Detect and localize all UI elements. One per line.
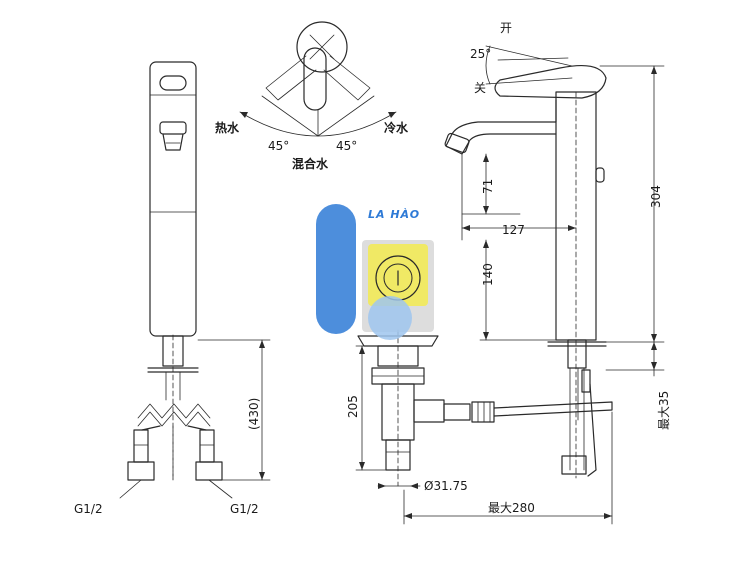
side-view: 开 25° 关 71 127 140 (444, 21, 671, 479)
top-lever-ghost-right (323, 55, 371, 101)
label-close: 关 (474, 81, 486, 95)
front-break-mark-2 (137, 411, 211, 427)
label-dim-430: (430) (247, 398, 261, 430)
dim-304-arrow-top (651, 66, 657, 74)
side-fitting-nut (561, 455, 587, 475)
dim-430-arrow-bot (259, 472, 265, 480)
top-lever (303, 47, 327, 111)
dim-280-arrow-l (404, 513, 412, 519)
dim-140-arrow-top (483, 240, 489, 248)
hose-left (141, 425, 161, 431)
hose-right-fitting (199, 429, 215, 463)
dim-drain-arrow-r (410, 483, 418, 489)
front-aerator (159, 121, 187, 135)
front-lever-slot (159, 75, 187, 91)
logo-blue-bar (316, 204, 356, 334)
logo-text: LA HÀO (368, 207, 420, 221)
top-cross-2 (309, 34, 335, 60)
side-lift-rod (587, 383, 597, 477)
label-dim-304: 304 (649, 185, 663, 208)
dim-drain-arrow-l (378, 483, 386, 489)
label-dim-127: 127 (502, 223, 525, 237)
top-radius-right (317, 95, 375, 137)
drain-tail (385, 439, 411, 471)
drain-rod-connector (471, 401, 495, 423)
front-body (149, 61, 197, 337)
leader-g12-right (208, 479, 233, 499)
label-dim-205: 205 (346, 395, 360, 418)
front-aerator-nozzle (162, 133, 184, 151)
drain-pull-rod (493, 401, 613, 417)
dim-205-arrow-bot (359, 462, 365, 470)
side-rod-bracket (581, 369, 591, 393)
dim-140-arrow-bot (483, 332, 489, 340)
hose-right-nut (195, 461, 223, 481)
label-angle-right: 45° (336, 139, 357, 153)
drain-tee-nut (443, 403, 471, 421)
side-shank (567, 339, 587, 369)
side-lever-ghost (497, 57, 569, 61)
top-body-circle (296, 21, 348, 73)
front-shank (162, 335, 184, 367)
top-arc-arrow-right (388, 112, 396, 118)
dim-280-arrow-r (604, 513, 612, 519)
side-pop-up-knob (595, 167, 605, 183)
label-hot-water: 热水 (215, 120, 240, 135)
label-dim-280: 最大280 (488, 501, 535, 515)
label-lever-angle: 25° (470, 47, 491, 61)
label-open: 开 (500, 21, 512, 35)
side-spout (445, 99, 557, 155)
logo: LA HÀO (316, 204, 434, 340)
leader-g12-left (119, 479, 142, 499)
label-cold-water: 冷水 (384, 120, 409, 135)
label-mixed-water: 混合水 (292, 156, 329, 171)
drain-nut (371, 367, 425, 385)
label-thread-right: G1/2 (230, 502, 259, 516)
dim-127-arrow-l (462, 225, 470, 231)
dim-127-arrow-r (568, 225, 576, 231)
side-lever (494, 65, 607, 99)
logo-light-circle (368, 296, 412, 340)
label-dim-140: 140 (481, 263, 495, 286)
label-dim-71: 71 (481, 179, 495, 194)
label-angle-left: 45° (268, 139, 289, 153)
side-lever-arc (485, 45, 491, 85)
dim-304-arrow-bot (651, 334, 657, 342)
top-view: 热水 冷水 45° 45° 混合水 (215, 21, 409, 171)
side-aerator (444, 132, 470, 154)
front-view: G1/2 G1/2 (430) (74, 61, 271, 516)
front-pipes (165, 371, 181, 401)
side-pipes (569, 367, 585, 471)
drain-view: 205 Ø31.75 最大280 (346, 329, 613, 525)
drain-tee (413, 399, 445, 423)
top-lever-ghost-left (265, 55, 317, 101)
label-dim-35: 最大35 (657, 391, 671, 430)
dim-35-arrow-bot (651, 362, 657, 370)
dim-71-arrow-bot (483, 206, 489, 214)
hose-left-nut (127, 461, 155, 481)
dim-430-arrow-top (259, 340, 265, 348)
hose-right (187, 425, 207, 431)
top-radius-left (261, 95, 319, 137)
hose-left-fitting (133, 429, 149, 463)
drain-flange (357, 335, 439, 347)
side-lever-angle-line-2 (485, 77, 573, 85)
label-thread-left: G1/2 (74, 502, 103, 516)
dim-71-arrow-top (483, 154, 489, 162)
top-arc-arrow-left (240, 112, 248, 118)
dim-205-arrow-top (359, 346, 365, 354)
front-break-mark (137, 403, 211, 419)
drain-neck (377, 345, 419, 367)
logo-ring-inner (383, 263, 413, 293)
label-dim-drain: Ø31.75 (424, 479, 468, 493)
side-lever-angle-line-1 (485, 45, 573, 67)
dim-35-arrow-top (651, 342, 657, 350)
